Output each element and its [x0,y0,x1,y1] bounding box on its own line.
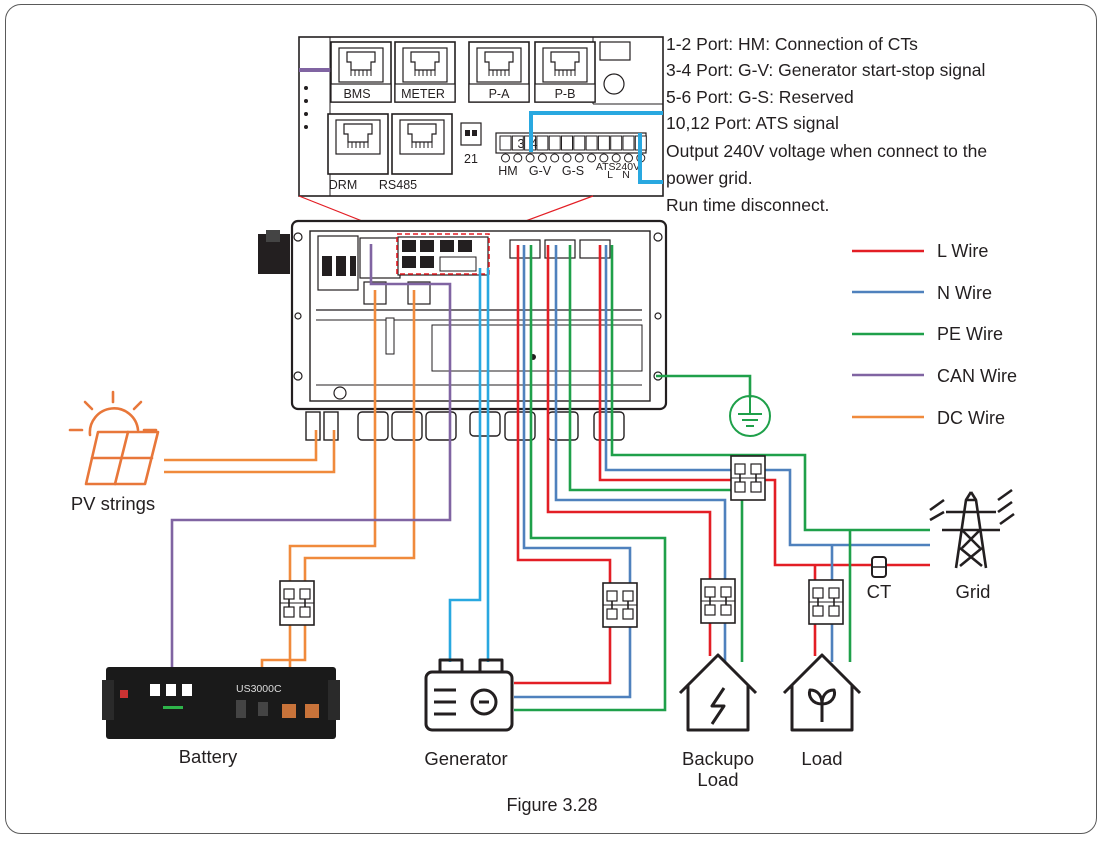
terminal-screw [574,153,584,163]
ct-label: CT [867,581,892,602]
terminal-screw [513,153,523,163]
terminal-screw [501,153,510,163]
legend-pe-wire-label: PE Wire [937,324,1003,344]
pa-label: P-A [489,87,511,101]
bms-label: BMS [343,87,370,101]
battery-label: Battery [179,746,238,767]
port-note-6: power grid. [666,168,753,188]
generator-label: Generator [424,748,507,769]
pv-strings-label: PV strings [71,493,155,514]
ct-icon [871,556,887,578]
load-house-icon [782,653,862,732]
terminal-gs-label: G-S [562,164,584,178]
communication-panel: BMS METER P-A P-B DRM RS485 21 3 4 HM G-… [298,36,664,237]
legend-n-wire-label: N Wire [937,283,992,303]
terminal-ats-label: ATS240V [596,161,640,173]
rj45-drm-port [327,113,389,175]
pb-label: P-B [555,87,576,101]
port-note-2: 3-4 Port: G-V: Generator start-stop sign… [666,60,985,80]
terminal-cell [610,135,623,151]
grid-label: Grid [956,581,991,602]
terminal-screw [562,153,572,163]
figure-caption: Figure 3.28 [506,795,597,815]
terminal-number-4: 4 [531,137,538,151]
dip-label: 21 [464,152,478,166]
terminal-screw [537,153,547,163]
battery-breaker [279,580,315,626]
terminal-n-label: N [622,169,630,181]
battery-model-label: US3000C [236,683,282,695]
generator-icon [424,658,514,732]
rs485-label: RS485 [379,178,417,192]
earth-ground-icon [729,395,771,437]
port-note-7: Run time disconnect. [666,195,829,215]
backup-load-label-line2: Load [697,769,738,790]
legend-dc-wire-label: DC Wire [937,408,1005,428]
terminal-screw [550,153,560,163]
terminal-cell [573,135,586,151]
load-breaker [808,579,844,625]
port-notes: 1-2 Port: HM: Connection of CTs 3-4 Port… [666,34,987,215]
dc-switch [258,230,290,274]
terminal-screw [587,153,597,163]
terminal-gv-label: G-V [529,164,552,178]
terminal-screw [525,153,535,163]
terminal-screw [611,153,621,163]
port-note-5: Output 240V voltage when connect to the [666,141,987,161]
legend-can-wire-label: CAN Wire [937,366,1017,386]
grid-tower-icon [929,488,1015,569]
pv-strings-icon [68,390,160,486]
legend: L Wire N Wire PE Wire CAN Wire DC Wire [852,241,1017,428]
backup-load-label-line1: Backupo [682,748,754,769]
terminal-block: 3 4 HM G-V G-S ATS240V L N [495,132,647,181]
terminal-cell [561,135,573,151]
wiring [164,244,930,712]
terminal-hm-label: HM [498,164,517,178]
load-label: Load [801,748,842,769]
terminal-screw [624,153,633,163]
grid-breaker [730,455,766,501]
terminal-cell [622,135,635,151]
terminal-l-label: L [607,169,613,181]
port-note-4: 10,12 Port: ATS signal [666,113,839,133]
meter-label: METER [401,87,445,101]
terminal-cell [511,135,524,151]
drm-label: DRM [329,178,357,192]
terminal-cell [548,135,561,151]
dip-switch: 21 [460,122,482,166]
rj45-rs485-port [391,113,453,175]
port-note-3: 5-6 Port: G-S: Reserved [666,87,854,107]
terminal-cell [536,135,549,151]
terminal-cell [499,135,512,151]
battery-icon: US3000C [102,667,340,739]
generator-breaker [602,582,638,628]
glands [305,411,625,441]
figure-frame [5,4,1097,834]
backup-load-house-icon [678,653,758,732]
terminal-number-3: 3 [518,137,525,151]
backup-load-breaker [700,578,736,624]
port-note-1: 1-2 Port: HM: Connection of CTs [666,34,918,54]
terminal-cell [585,135,598,151]
legend-l-wire-label: L Wire [937,241,988,261]
terminal-screw [599,153,609,163]
terminal-cell [597,135,610,151]
